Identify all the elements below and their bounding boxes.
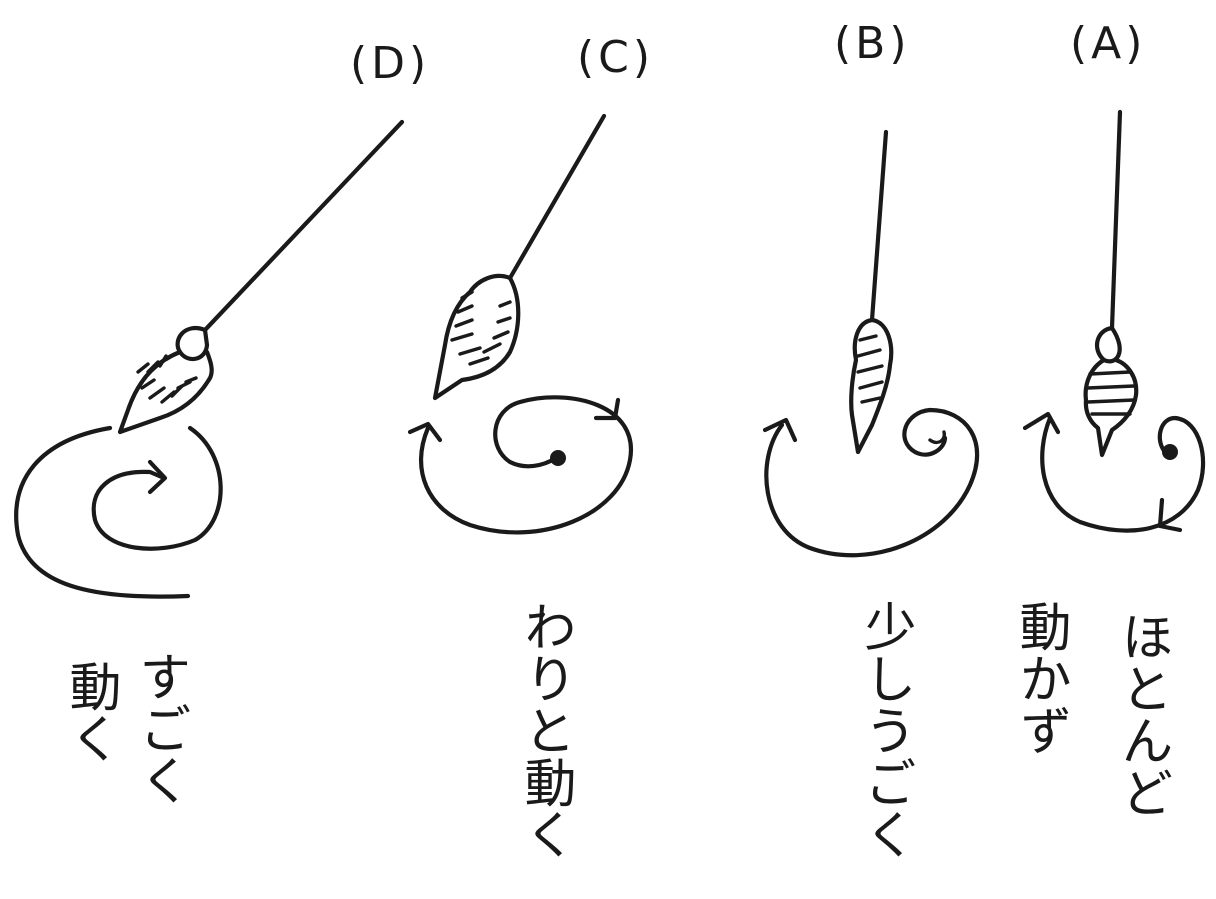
- arrowhead-c-left-icon: [407, 421, 443, 443]
- arrowhead-d-icon: [147, 459, 168, 495]
- column-b: (B) 少しうごく: [762, 18, 980, 860]
- rest-point-a: [1162, 444, 1178, 460]
- arrowhead-a-left-icon: [1022, 411, 1061, 435]
- caption-a-line2: 動かず: [1010, 600, 1070, 756]
- tag-a: (A): [1070, 18, 1146, 69]
- motion-path-c: [418, 395, 634, 535]
- string-a: [1109, 109, 1123, 331]
- tag-d: (D): [350, 38, 430, 89]
- tag-c: (C): [577, 32, 654, 83]
- pendulum-bob-c-icon: [432, 273, 521, 401]
- curl-b: [928, 430, 946, 445]
- column-c: (C) わりと動く: [407, 32, 654, 860]
- column-d: (D) すごく 動く: [14, 38, 430, 806]
- tag-b: (B): [834, 18, 911, 69]
- pendulum-bob-a-icon: [1083, 325, 1139, 458]
- string-b: [869, 129, 889, 323]
- caption-c: わりと動く: [515, 600, 575, 860]
- arrowhead-b-icon: [762, 417, 798, 443]
- pendulum-bob-d-icon: [117, 326, 214, 435]
- rest-point-c: [550, 450, 566, 466]
- arrowhead-a-bottom-icon: [1157, 497, 1183, 533]
- caption-a-line1: ほとんど: [1112, 610, 1172, 818]
- motion-path-d: [14, 425, 191, 599]
- string-d: [202, 119, 405, 333]
- caption-b: 少しうごく: [855, 600, 915, 860]
- motion-path-a: [1040, 415, 1206, 533]
- string-c: [507, 113, 607, 281]
- arrowhead-c-right-icon: [593, 397, 621, 421]
- motion-path-d-inner: [91, 425, 223, 551]
- column-a: (A) ほとんど 動かず: [1010, 18, 1206, 818]
- motion-path-b: [764, 407, 980, 558]
- pendulum-bob-b-icon: [849, 317, 894, 455]
- caption-d-line1: すごく: [130, 650, 190, 806]
- caption-d-line2: 動く: [60, 660, 120, 764]
